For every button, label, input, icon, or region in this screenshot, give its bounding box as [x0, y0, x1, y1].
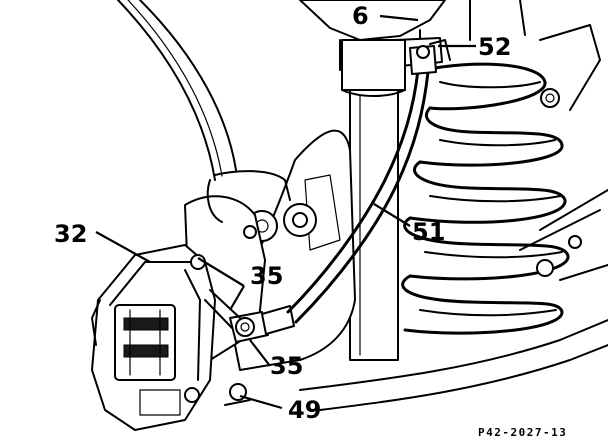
coil-spring — [401, 62, 570, 335]
callout-35-upper: 35 — [250, 262, 283, 290]
callout-32: 32 — [54, 220, 87, 248]
callout-52: 52 — [478, 33, 511, 61]
callout-35-lower: 35 — [270, 352, 303, 380]
brake-caliper — [91, 244, 216, 431]
hose-upper-bracket — [416, 39, 451, 61]
brake-disc-outline — [117, 0, 237, 181]
hose-fitting — [204, 289, 295, 343]
leader-lines — [95, 14, 476, 410]
callout-6: 6 — [352, 2, 369, 30]
control-arm — [299, 189, 608, 411]
figure-reference: P42-2027-13 — [478, 426, 567, 439]
lower-bolt — [224, 383, 251, 406]
callout-51: 51 — [412, 218, 445, 246]
callout-49: 49 — [288, 396, 321, 424]
